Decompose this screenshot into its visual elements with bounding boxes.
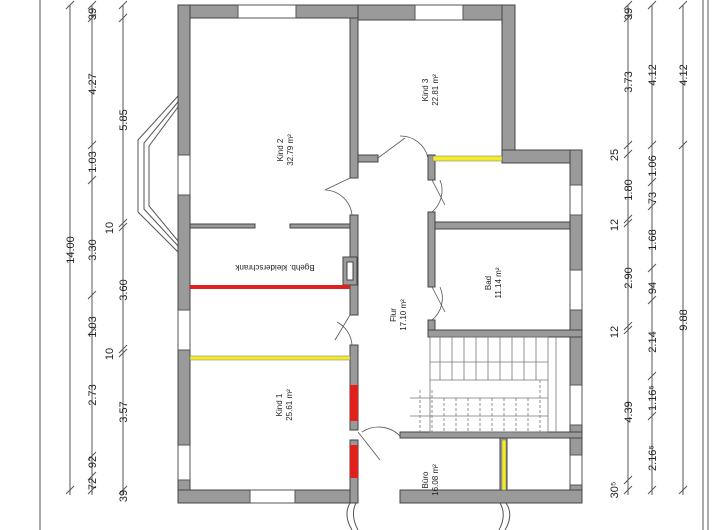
dim-label: 3.73 bbox=[623, 71, 635, 92]
dim-label: 39 bbox=[118, 490, 130, 502]
room-area: 22.81 m² bbox=[431, 74, 440, 106]
room-name: Bad bbox=[484, 276, 493, 290]
dimension-left: 14.00 39 4.27 1.03 3.30 1.03 2.73 92 72 … bbox=[65, 0, 130, 502]
dim-label: 1.03 bbox=[87, 316, 99, 337]
dim-label: 3.30 bbox=[87, 239, 99, 260]
room-name: Kind 2 bbox=[276, 138, 285, 161]
room-bad: Bad 11.14 m² bbox=[484, 267, 503, 298]
dim-label: 9.88 bbox=[678, 309, 690, 330]
doors bbox=[324, 135, 446, 461]
dim-label: 12 bbox=[609, 326, 621, 338]
walls bbox=[177, 4, 583, 504]
dim-label: 4.39 bbox=[623, 401, 635, 422]
marked-walls bbox=[189, 155, 507, 491]
dim-label: 2.73 bbox=[87, 384, 99, 405]
room-buero: Büro 16.08 m² bbox=[421, 464, 440, 496]
room-flur: Flur 17.10 m² bbox=[389, 299, 408, 331]
dim-label: 25 bbox=[609, 149, 621, 161]
dim-label: 92 bbox=[87, 456, 99, 468]
room-area: 11.14 m² bbox=[494, 267, 503, 298]
room-area: 25.61 m² bbox=[285, 389, 294, 421]
dim-label: 3.57 bbox=[118, 401, 130, 422]
dim-label: 4.27 bbox=[87, 73, 99, 94]
room-kind-1: Kind 1 25.61 m² bbox=[275, 389, 294, 421]
dim-label: 4.12 bbox=[678, 64, 690, 85]
dim-label: 72 bbox=[87, 478, 99, 490]
red-wall bbox=[190, 285, 350, 289]
room-kind-2: Kind 2 32.79 m² bbox=[276, 134, 295, 166]
dim-label: 5.85 bbox=[118, 109, 130, 130]
dim-label: 3.60 bbox=[118, 279, 130, 300]
room-area: 17.10 m² bbox=[399, 299, 408, 331]
room-name: Kind 1 bbox=[275, 393, 284, 416]
windows bbox=[177, 4, 583, 504]
dim-label: 10 bbox=[104, 222, 116, 234]
dim-label: 1.06 bbox=[647, 155, 659, 176]
entrance-steps bbox=[346, 502, 511, 530]
red-wall bbox=[350, 445, 358, 478]
dim-label: 2.16⁵ bbox=[647, 445, 659, 471]
yellow-wall bbox=[189, 355, 351, 361]
dim-label: 10 bbox=[104, 348, 116, 360]
dim-label: 2.14 bbox=[647, 331, 659, 352]
dim-left-total: 14.00 bbox=[65, 236, 77, 264]
dimension-right: 39 3.73 25 1.80 12 2.90 12 4.39 30⁵ 4.12… bbox=[609, 0, 690, 499]
dim-label: 12 bbox=[609, 219, 621, 231]
dim-label: 94 bbox=[647, 282, 659, 294]
yellow-wall bbox=[501, 439, 507, 491]
yellow-wall bbox=[432, 155, 503, 162]
dim-label: 73 bbox=[647, 192, 659, 204]
dim-label: 1.16⁵ bbox=[647, 385, 659, 411]
dim-label: 1.80 bbox=[623, 179, 635, 200]
red-wall bbox=[350, 385, 358, 421]
staircase bbox=[410, 336, 557, 433]
room-name: Büro bbox=[421, 471, 430, 488]
room-area: 32.79 m² bbox=[286, 134, 295, 166]
dim-label: 39 bbox=[87, 8, 99, 20]
room-area: 16.08 m² bbox=[431, 464, 440, 496]
dim-label: 1.03 bbox=[87, 151, 99, 172]
bay-window bbox=[137, 94, 179, 254]
room-name: Flur bbox=[389, 308, 398, 322]
wardrobe-label: Bgehb. kleiderschrank bbox=[234, 263, 314, 272]
dim-label: 2.90 bbox=[623, 267, 635, 288]
dim-label: 4.12 bbox=[647, 64, 659, 85]
room-name: Kind 3 bbox=[421, 78, 430, 101]
dim-label: 30⁵ bbox=[609, 482, 621, 499]
dim-label: 39 bbox=[623, 8, 635, 20]
dim-label: 1.68 bbox=[647, 229, 659, 250]
room-kind-3: Kind 3 22.81 m² bbox=[421, 74, 440, 106]
